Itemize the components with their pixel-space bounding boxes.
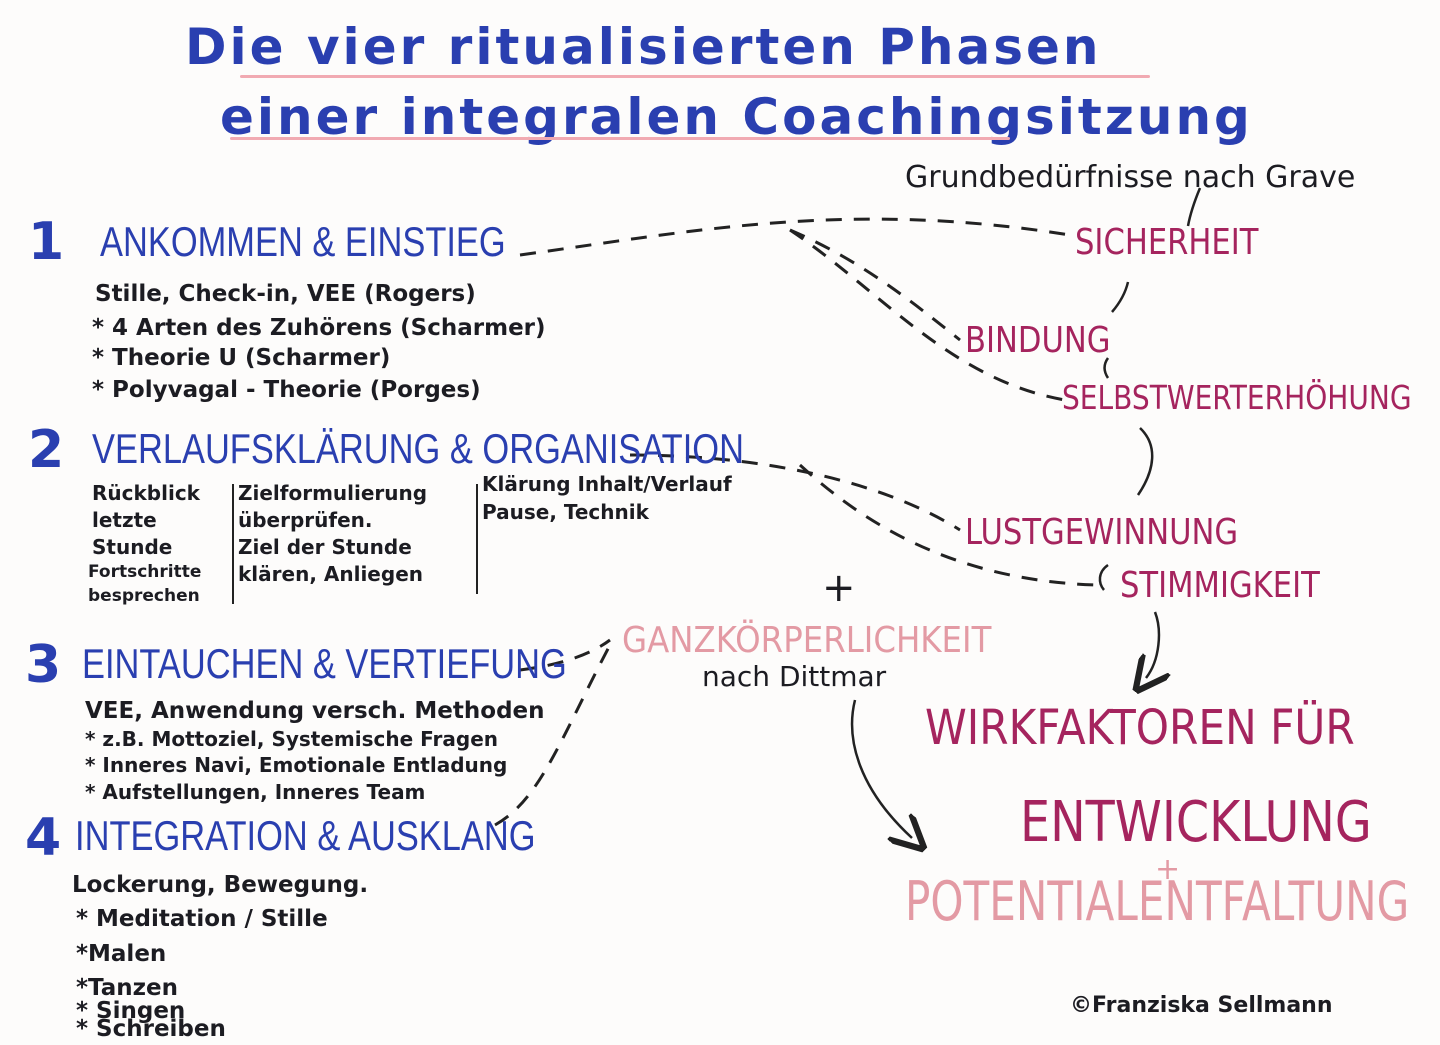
title-underline-1	[240, 75, 1150, 78]
phase-2-col1-line-4: Fortschritte	[88, 562, 202, 582]
phase-2-col2-line-3: Ziel der Stunde	[238, 535, 412, 559]
copyright-signature: ©Franziska Sellmann	[1070, 993, 1333, 1018]
grave-caption: Grundbedürfnisse nach Grave	[905, 160, 1356, 195]
title-line-2: einer integralen Coachingsitzung	[220, 88, 1253, 146]
phase-4-note-6: * Schreiben	[76, 1016, 226, 1042]
phase-1-note-4: * Polyvagal - Theorie (Porges)	[92, 377, 481, 403]
phase-2-divider-1	[232, 484, 234, 604]
ganzkoerperlichkeit-label: GANZKÖRPERLICHKEIT	[622, 620, 992, 661]
connector-selbstwert-lust	[1136, 427, 1154, 496]
phase-4-note-4: *Tanzen	[76, 975, 179, 1001]
phase-4-note-1: Lockerung, Bewegung.	[72, 872, 369, 898]
phase-3-note-4: * Aufstellungen, Inneres Team	[85, 780, 426, 804]
phase-2-col3-line-2: Pause, Technik	[482, 500, 649, 524]
phase-4-heading: INTEGRATION & AUSKLANG	[75, 812, 536, 859]
dashed-line-phase4-ganzkoerper	[494, 644, 612, 827]
connector-bindung-selbstwert	[1103, 357, 1110, 379]
need-selbstwerterhoehung: SELBSTWERTERHÖHUNG	[1062, 378, 1412, 417]
phase-2-col1-line-3: Stunde	[92, 535, 173, 559]
dashed-line-phase1-sicherheit	[519, 217, 1071, 257]
title-line-1: Die vier ritualisierten Phasen	[185, 18, 1102, 76]
arrow-ganzkoerper-entwicklung	[850, 699, 912, 838]
need-lustgewinnung: LUSTGEWINNUNG	[965, 512, 1239, 553]
phase-4-note-2: * Meditation / Stille	[76, 906, 328, 932]
connector-sicherheit-selbstwert	[1111, 281, 1130, 313]
phase-3-note-2: * z.B. Mottoziel, Systemische Fragen	[85, 727, 498, 751]
phase-4-note-3: *Malen	[76, 941, 167, 967]
phase-1-number: 1	[28, 212, 65, 272]
plus-sign: +	[822, 565, 856, 611]
dashed-line-phase1-bindung	[789, 228, 961, 342]
phase-3-note-1: VEE, Anwendung versch. Methoden	[85, 698, 545, 724]
phase-2-col2-line-4: klären, Anliegen	[238, 562, 423, 586]
result-plus: +	[1155, 852, 1181, 887]
need-stimmigkeit: STIMMIGKEIT	[1120, 565, 1320, 606]
phase-3-note-3: * Inneres Navi, Emotionale Entladung	[85, 753, 508, 777]
ganzkoerperlichkeit-source: nach Dittmar	[702, 660, 887, 693]
result-line-3: POTENTIALENTFALTUNG	[905, 870, 1410, 933]
phase-2-number: 2	[28, 420, 65, 480]
phase-2-col2-line-2: überprüfen.	[238, 508, 373, 532]
phase-4-number: 4	[25, 808, 62, 868]
need-sicherheit: SICHERHEIT	[1075, 222, 1259, 263]
title-underline-2	[230, 137, 1010, 140]
phase-2-col1-line-1: Rückblick	[92, 481, 200, 505]
phase-2-col3-line-1: Klärung Inhalt/Verlauf	[482, 472, 732, 496]
phase-2-heading: VERLAUFSKLÄRUNG & ORGANISATION	[92, 425, 744, 472]
phase-1-heading: ANKOMMEN & EINSTIEG	[100, 218, 506, 265]
phase-2-divider-2	[476, 484, 478, 594]
phase-2-col1-line-5: besprechen	[88, 586, 200, 606]
phase-2-col1-line-2: letzte	[92, 508, 157, 532]
connector-lust-stimmigkeit	[1098, 563, 1109, 591]
connector-grave-sicherheit	[1186, 187, 1202, 227]
dashed-line-phase1-selbstwert	[789, 228, 1066, 402]
phase-1-note-2: * 4 Arten des Zuhörens (Scharmer)	[92, 315, 546, 341]
phase-2-col2-line-1: Zielformulierung	[238, 481, 428, 505]
dashed-line-phase2-stimmigkeit	[798, 463, 1096, 587]
phase-4-note-5: * Singen	[76, 998, 186, 1024]
phase-3-number: 3	[25, 635, 62, 695]
result-line-1: WIRKFAKTOREN FÜR	[925, 700, 1355, 756]
phase-1-note-3: * Theorie U (Scharmer)	[92, 345, 391, 371]
result-line-2: ENTWICKLUNG	[1020, 790, 1372, 855]
phase-1-note-1: Stille, Check-in, VEE (Rogers)	[95, 281, 476, 307]
dashed-line-phase3-ganzkoerper	[519, 638, 611, 672]
arrow-stimmigkeit-wirkfaktoren	[1146, 611, 1159, 678]
need-bindung: BINDUNG	[965, 320, 1111, 361]
phase-3-heading: EINTAUCHEN & VERTIEFUNG	[82, 640, 567, 687]
